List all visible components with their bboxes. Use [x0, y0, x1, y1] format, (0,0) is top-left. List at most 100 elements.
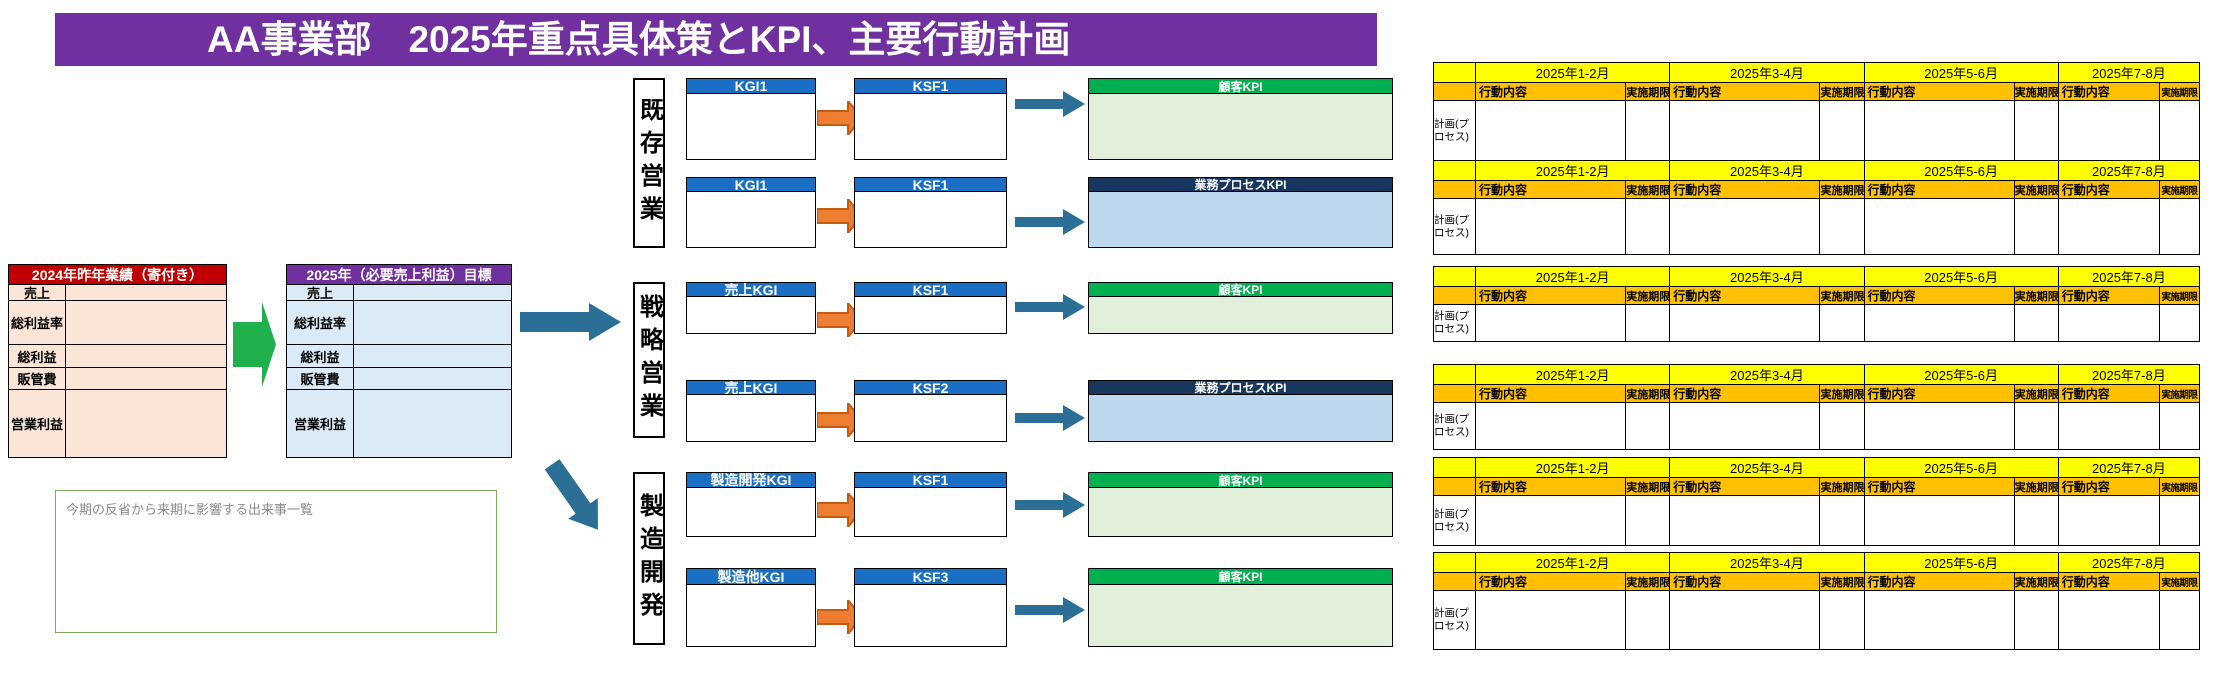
action-input-cell[interactable] [1669, 304, 1821, 342]
deadline-input-cell[interactable] [2158, 198, 2201, 255]
fin-value-cell[interactable] [66, 345, 226, 367]
deadline-input-cell[interactable] [1625, 304, 1671, 342]
action-input-cell[interactable] [1669, 100, 1821, 162]
ksf-input-area[interactable] [855, 488, 1006, 536]
action-input-cell[interactable] [2057, 402, 2160, 450]
action-input-cell[interactable] [1863, 495, 2015, 546]
action-input-cell[interactable] [1863, 100, 2015, 162]
action-input-cell[interactable] [1475, 495, 1627, 546]
plan-process-label-cell: 計画(プロセス) [1432, 590, 1477, 650]
action-input-cell[interactable] [1475, 304, 1627, 342]
kgi-input-area[interactable] [687, 488, 815, 536]
kgi-input-area[interactable] [687, 585, 815, 646]
action-input-cell[interactable] [2057, 304, 2160, 342]
ksf-box: KSF1 [854, 472, 1007, 537]
deadline-input-cell[interactable] [2013, 198, 2059, 255]
deadline-input-cell[interactable] [1625, 402, 1671, 450]
period-header-cell: 2025年3-4月 [1669, 457, 1865, 478]
action-input-cell[interactable] [1669, 495, 1821, 546]
deadline-input-cell[interactable] [1819, 402, 1865, 450]
deadline-input-cell[interactable] [1625, 198, 1671, 255]
action-input-cell[interactable] [1863, 402, 2015, 450]
action-input-cell[interactable] [1863, 590, 2015, 650]
kpi-input-area[interactable] [1089, 94, 1392, 159]
ksf-box: KSF1 [854, 78, 1007, 160]
action-input-cell[interactable] [1863, 304, 2015, 342]
deadline-header-cell: 実施期限 [2158, 180, 2201, 199]
deadline-input-cell[interactable] [2013, 100, 2059, 162]
deadline-input-cell[interactable] [1625, 590, 1671, 650]
fin-value-cell[interactable] [66, 285, 226, 300]
kpi-input-area[interactable] [1089, 192, 1392, 247]
subheader-corner-cell [1432, 286, 1477, 305]
action-input-cell[interactable] [1475, 100, 1627, 162]
deadline-input-cell[interactable] [2158, 100, 2201, 162]
deadline-input-cell[interactable] [1819, 304, 1865, 342]
fin-value-cell[interactable] [66, 301, 226, 344]
fin-value-cell[interactable] [354, 345, 511, 367]
kgi-input-area[interactable] [687, 192, 815, 247]
plan-process-label-cell: 計画(プロセス) [1432, 100, 1477, 162]
deadline-input-cell[interactable] [2158, 304, 2201, 342]
deadline-input-cell[interactable] [2158, 495, 2201, 546]
kpi-box: 顧客KPI [1088, 282, 1393, 334]
deadline-input-cell[interactable] [1819, 198, 1865, 255]
kpi-input-area[interactable] [1089, 488, 1392, 536]
kgi-input-area[interactable] [687, 94, 815, 159]
deadline-input-cell[interactable] [2013, 402, 2059, 450]
fin-value-cell[interactable] [354, 285, 511, 300]
kgi-input-area[interactable] [687, 395, 815, 441]
action-input-cell[interactable] [2057, 100, 2160, 162]
action-input-cell[interactable] [1475, 590, 1627, 650]
fin-row-label: 営業利益 [9, 390, 66, 457]
ksf-input-area[interactable] [855, 192, 1006, 247]
action-content-header-cell: 行動内容 [1669, 384, 1821, 403]
action-input-cell[interactable] [1475, 402, 1627, 450]
ksf-input-area[interactable] [855, 297, 1006, 333]
action-input-cell[interactable] [1863, 198, 2015, 255]
kpi-header: 業務プロセスKPI [1089, 381, 1392, 395]
deadline-input-cell[interactable] [2158, 402, 2201, 450]
fin-value-cell[interactable] [354, 301, 511, 344]
kpi-input-area[interactable] [1089, 585, 1392, 646]
deadline-input-cell[interactable] [1625, 495, 1671, 546]
deadline-input-cell[interactable] [2013, 304, 2059, 342]
kpi-header: 顧客KPI [1089, 79, 1392, 94]
deadline-input-cell[interactable] [1819, 495, 1865, 546]
action-content-header-cell: 行動内容 [2057, 286, 2160, 305]
notes-textbox[interactable]: 今期の反省から来期に影響する出来事一覧 [55, 490, 497, 633]
ksf-box: KSF1 [854, 177, 1007, 248]
fin-value-cell[interactable] [354, 368, 511, 389]
action-input-cell[interactable] [1475, 198, 1627, 255]
deadline-input-cell[interactable] [1819, 590, 1865, 650]
deadline-input-cell[interactable] [1625, 100, 1671, 162]
action-input-cell[interactable] [2057, 590, 2160, 650]
deadline-input-cell[interactable] [2013, 495, 2059, 546]
fin-value-cell[interactable] [66, 368, 226, 389]
deadline-input-cell[interactable] [1819, 100, 1865, 162]
action-input-cell[interactable] [1669, 590, 1821, 650]
action-input-cell[interactable] [1669, 198, 1821, 255]
action-input-cell[interactable] [1669, 402, 1821, 450]
action-content-header-cell: 行動内容 [1669, 180, 1821, 199]
deadline-input-cell[interactable] [2013, 590, 2059, 650]
ksf-input-area[interactable] [855, 585, 1006, 646]
action-input-cell[interactable] [2057, 495, 2160, 546]
period-header-cell: 2025年7-8月 [2057, 457, 2201, 478]
ksf-input-area[interactable] [855, 94, 1006, 159]
kgi-header: 売上KGI [687, 381, 815, 395]
deadline-header-cell: 実施期限 [1819, 572, 1865, 591]
ksf-input-area[interactable] [855, 395, 1006, 441]
period-corner-cell [1432, 364, 1477, 385]
kpi-header: 顧客KPI [1089, 473, 1392, 488]
kpi-input-area[interactable] [1089, 297, 1392, 333]
action-input-cell[interactable] [2057, 198, 2160, 255]
kgi-input-area[interactable] [687, 297, 815, 333]
fin-value-cell[interactable] [66, 390, 226, 457]
ksf-box: KSF2 [854, 380, 1007, 442]
deadline-input-cell[interactable] [2158, 590, 2201, 650]
fin-value-cell[interactable] [354, 390, 511, 457]
kpi-input-area[interactable] [1089, 395, 1392, 441]
action-content-header-cell: 行動内容 [1475, 180, 1627, 199]
